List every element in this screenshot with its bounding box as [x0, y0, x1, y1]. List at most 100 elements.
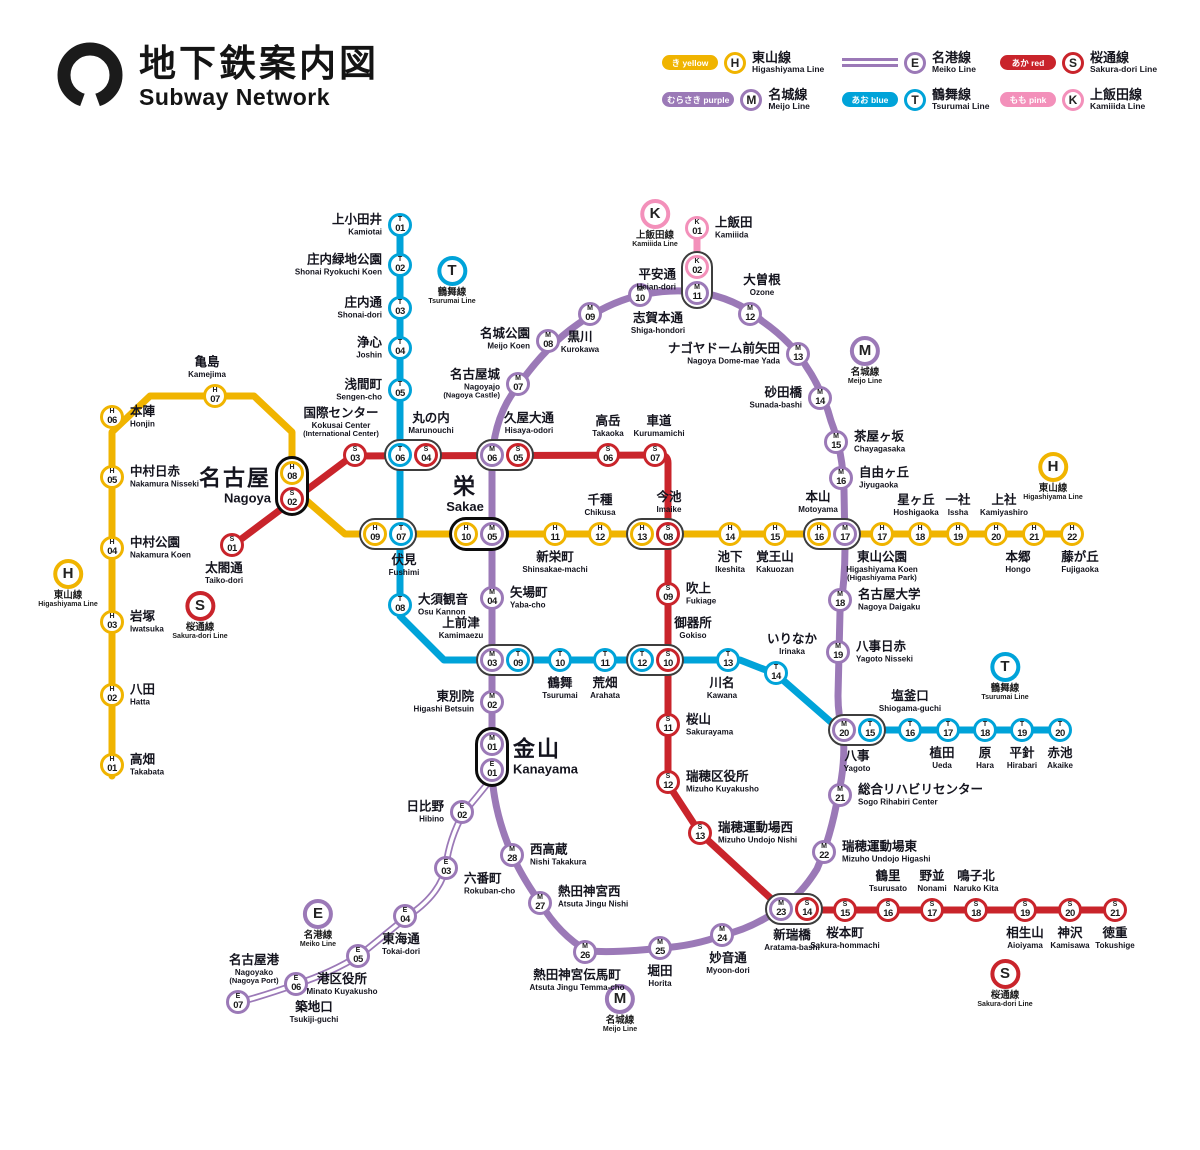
line-badge-label-en: Higashiyama Line — [1023, 494, 1083, 502]
line-letter-badge-icon: H — [724, 51, 746, 74]
line-badge-label-jp: 東山線 — [53, 590, 83, 601]
line-badge-label-jp: 鶴舞線 — [437, 287, 467, 298]
line-badge-label-jp: 名城線 — [605, 1015, 635, 1026]
line-letter-badge-icon: E — [904, 51, 926, 74]
line-badge-label-en: Sakura-dori Line — [977, 1001, 1033, 1009]
line-badge-label-jp: 名城線 — [850, 367, 880, 378]
